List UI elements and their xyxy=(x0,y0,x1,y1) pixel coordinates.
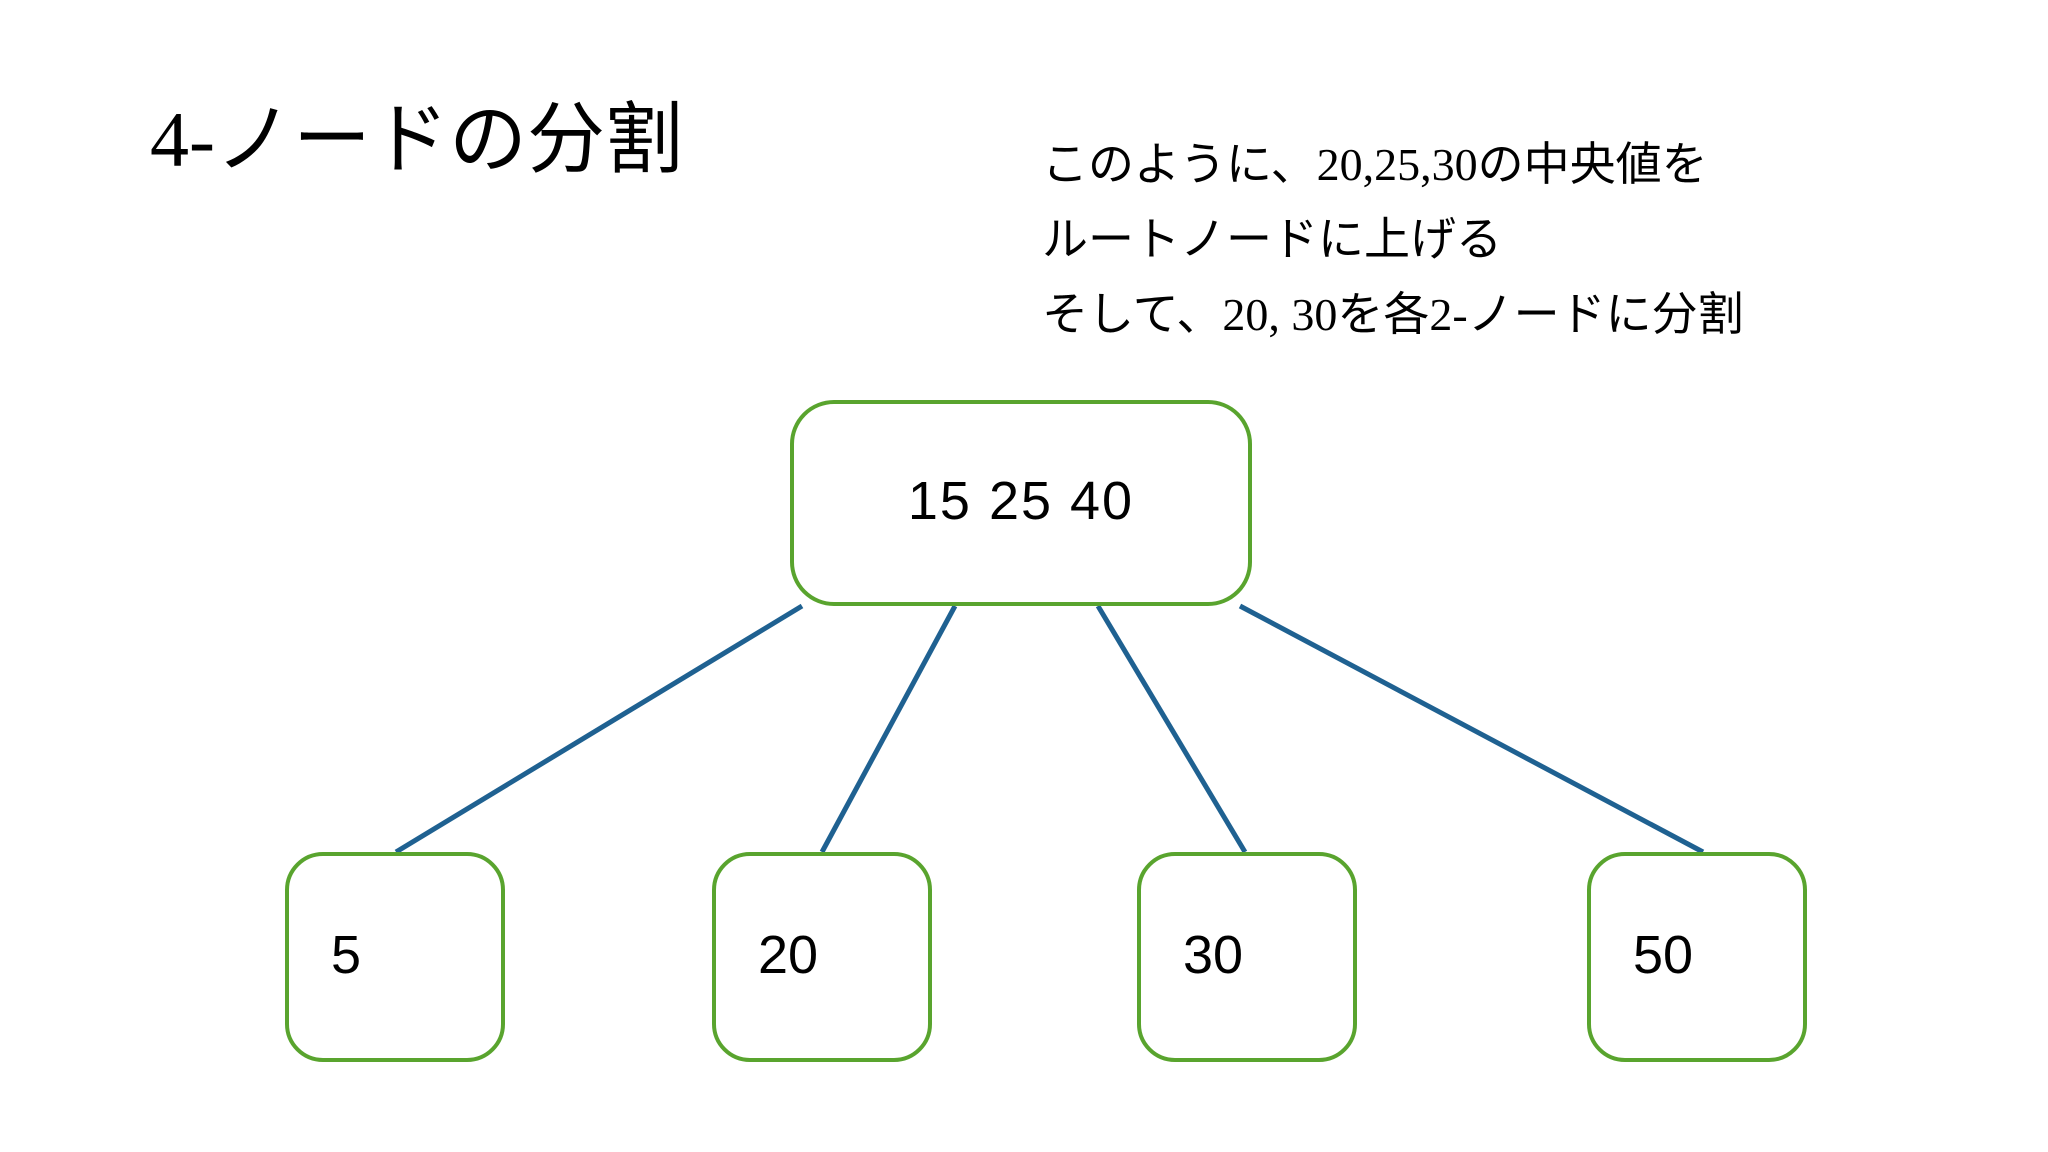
edge-root-to-leaf-2 xyxy=(1095,604,1248,854)
tree-node-root-label: 15 25 40 xyxy=(907,471,1135,531)
tree-node-leaf-50-label: 50 xyxy=(1633,925,1694,985)
tree-node-leaf-5[interactable]: 5 xyxy=(285,852,505,1062)
edge-root-to-leaf-1 xyxy=(819,604,958,854)
body-line-1: このように、20,25,30の中央値を xyxy=(1042,139,1708,190)
tree-node-leaf-30-label: 30 xyxy=(1183,925,1244,985)
page-title: 4-ノードの分割 xyxy=(150,96,683,183)
tree-node-leaf-20[interactable]: 20 xyxy=(712,852,932,1062)
tree-node-leaf-50[interactable]: 50 xyxy=(1587,852,1807,1062)
edge-root-to-leaf-0 xyxy=(394,603,804,855)
slide-body-text: このように、20,25,30の中央値を ルートノードに上げる そして、20, 3… xyxy=(1042,128,2042,353)
tree-node-leaf-20-label: 20 xyxy=(758,925,819,985)
body-line-2: ルートノードに上げる xyxy=(1042,213,1502,265)
tree-node-leaf-30[interactable]: 30 xyxy=(1137,852,1357,1062)
tree-node-leaf-5-label: 5 xyxy=(331,925,362,985)
edge-root-to-leaf-3 xyxy=(1238,603,1705,855)
tree-node-root[interactable]: 15 25 40 xyxy=(790,400,1252,606)
body-line-3: そして、20, 30を各2-ノードに分割 xyxy=(1042,288,1744,340)
